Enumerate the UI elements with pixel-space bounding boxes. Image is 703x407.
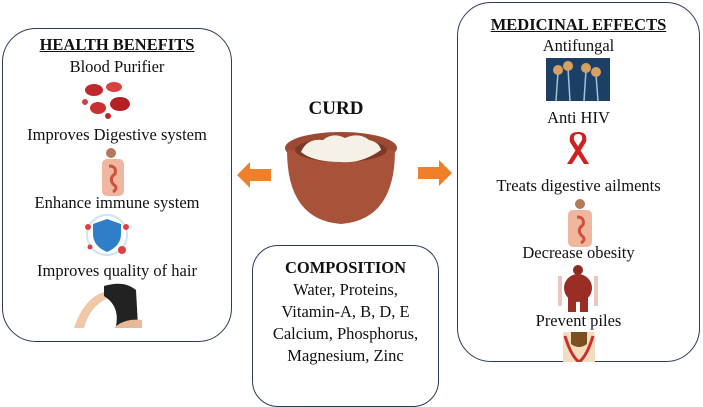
effect-anti-hiv: Anti HIV [547, 108, 610, 127]
benefit-blood-purifier: Blood Purifier [69, 57, 165, 76]
effect-decrease-obesity: Decrease obesity [522, 243, 635, 262]
effect-prevent-piles: Prevent piles [535, 311, 622, 330]
digestive-body-icon [568, 199, 592, 247]
benefit-hair: Improves quality of hair [37, 261, 197, 280]
benefit-digestive: Improves Digestive system [27, 125, 207, 144]
composition-title: COMPOSITION [284, 258, 406, 277]
health-benefits-title: HEALTH BENEFITS [39, 35, 195, 54]
piles-icon [563, 332, 595, 362]
right-arrow-icon [418, 160, 452, 186]
curd-title: CURD [308, 98, 364, 119]
composition-line: Water, Proteins, [293, 280, 398, 299]
health-benefits-panel [2, 28, 232, 342]
curd-pot-image [285, 132, 397, 224]
effect-digestive-ailments: Treats digestive ailments [496, 176, 661, 195]
hair-icon [74, 283, 142, 328]
composition-line: Calcium, Phosphorus, [272, 324, 419, 343]
composition-line: Magnesium, Zinc [287, 346, 404, 365]
benefit-immune: Enhance immune system [34, 193, 200, 212]
obesity-icon [558, 265, 598, 312]
blood-cells-icon [82, 82, 130, 119]
left-arrow-icon [237, 162, 271, 188]
immune-shield-icon [85, 214, 129, 256]
digestive-body-icon [102, 148, 124, 196]
medicinal-effects-title: MEDICINAL EFFECTS [490, 15, 667, 34]
fungus-image [546, 58, 610, 101]
composition-line: Vitamin-A, B, D, E [281, 302, 410, 321]
red-ribbon-icon [567, 132, 589, 164]
effect-antifungal: Antifungal [542, 36, 615, 55]
